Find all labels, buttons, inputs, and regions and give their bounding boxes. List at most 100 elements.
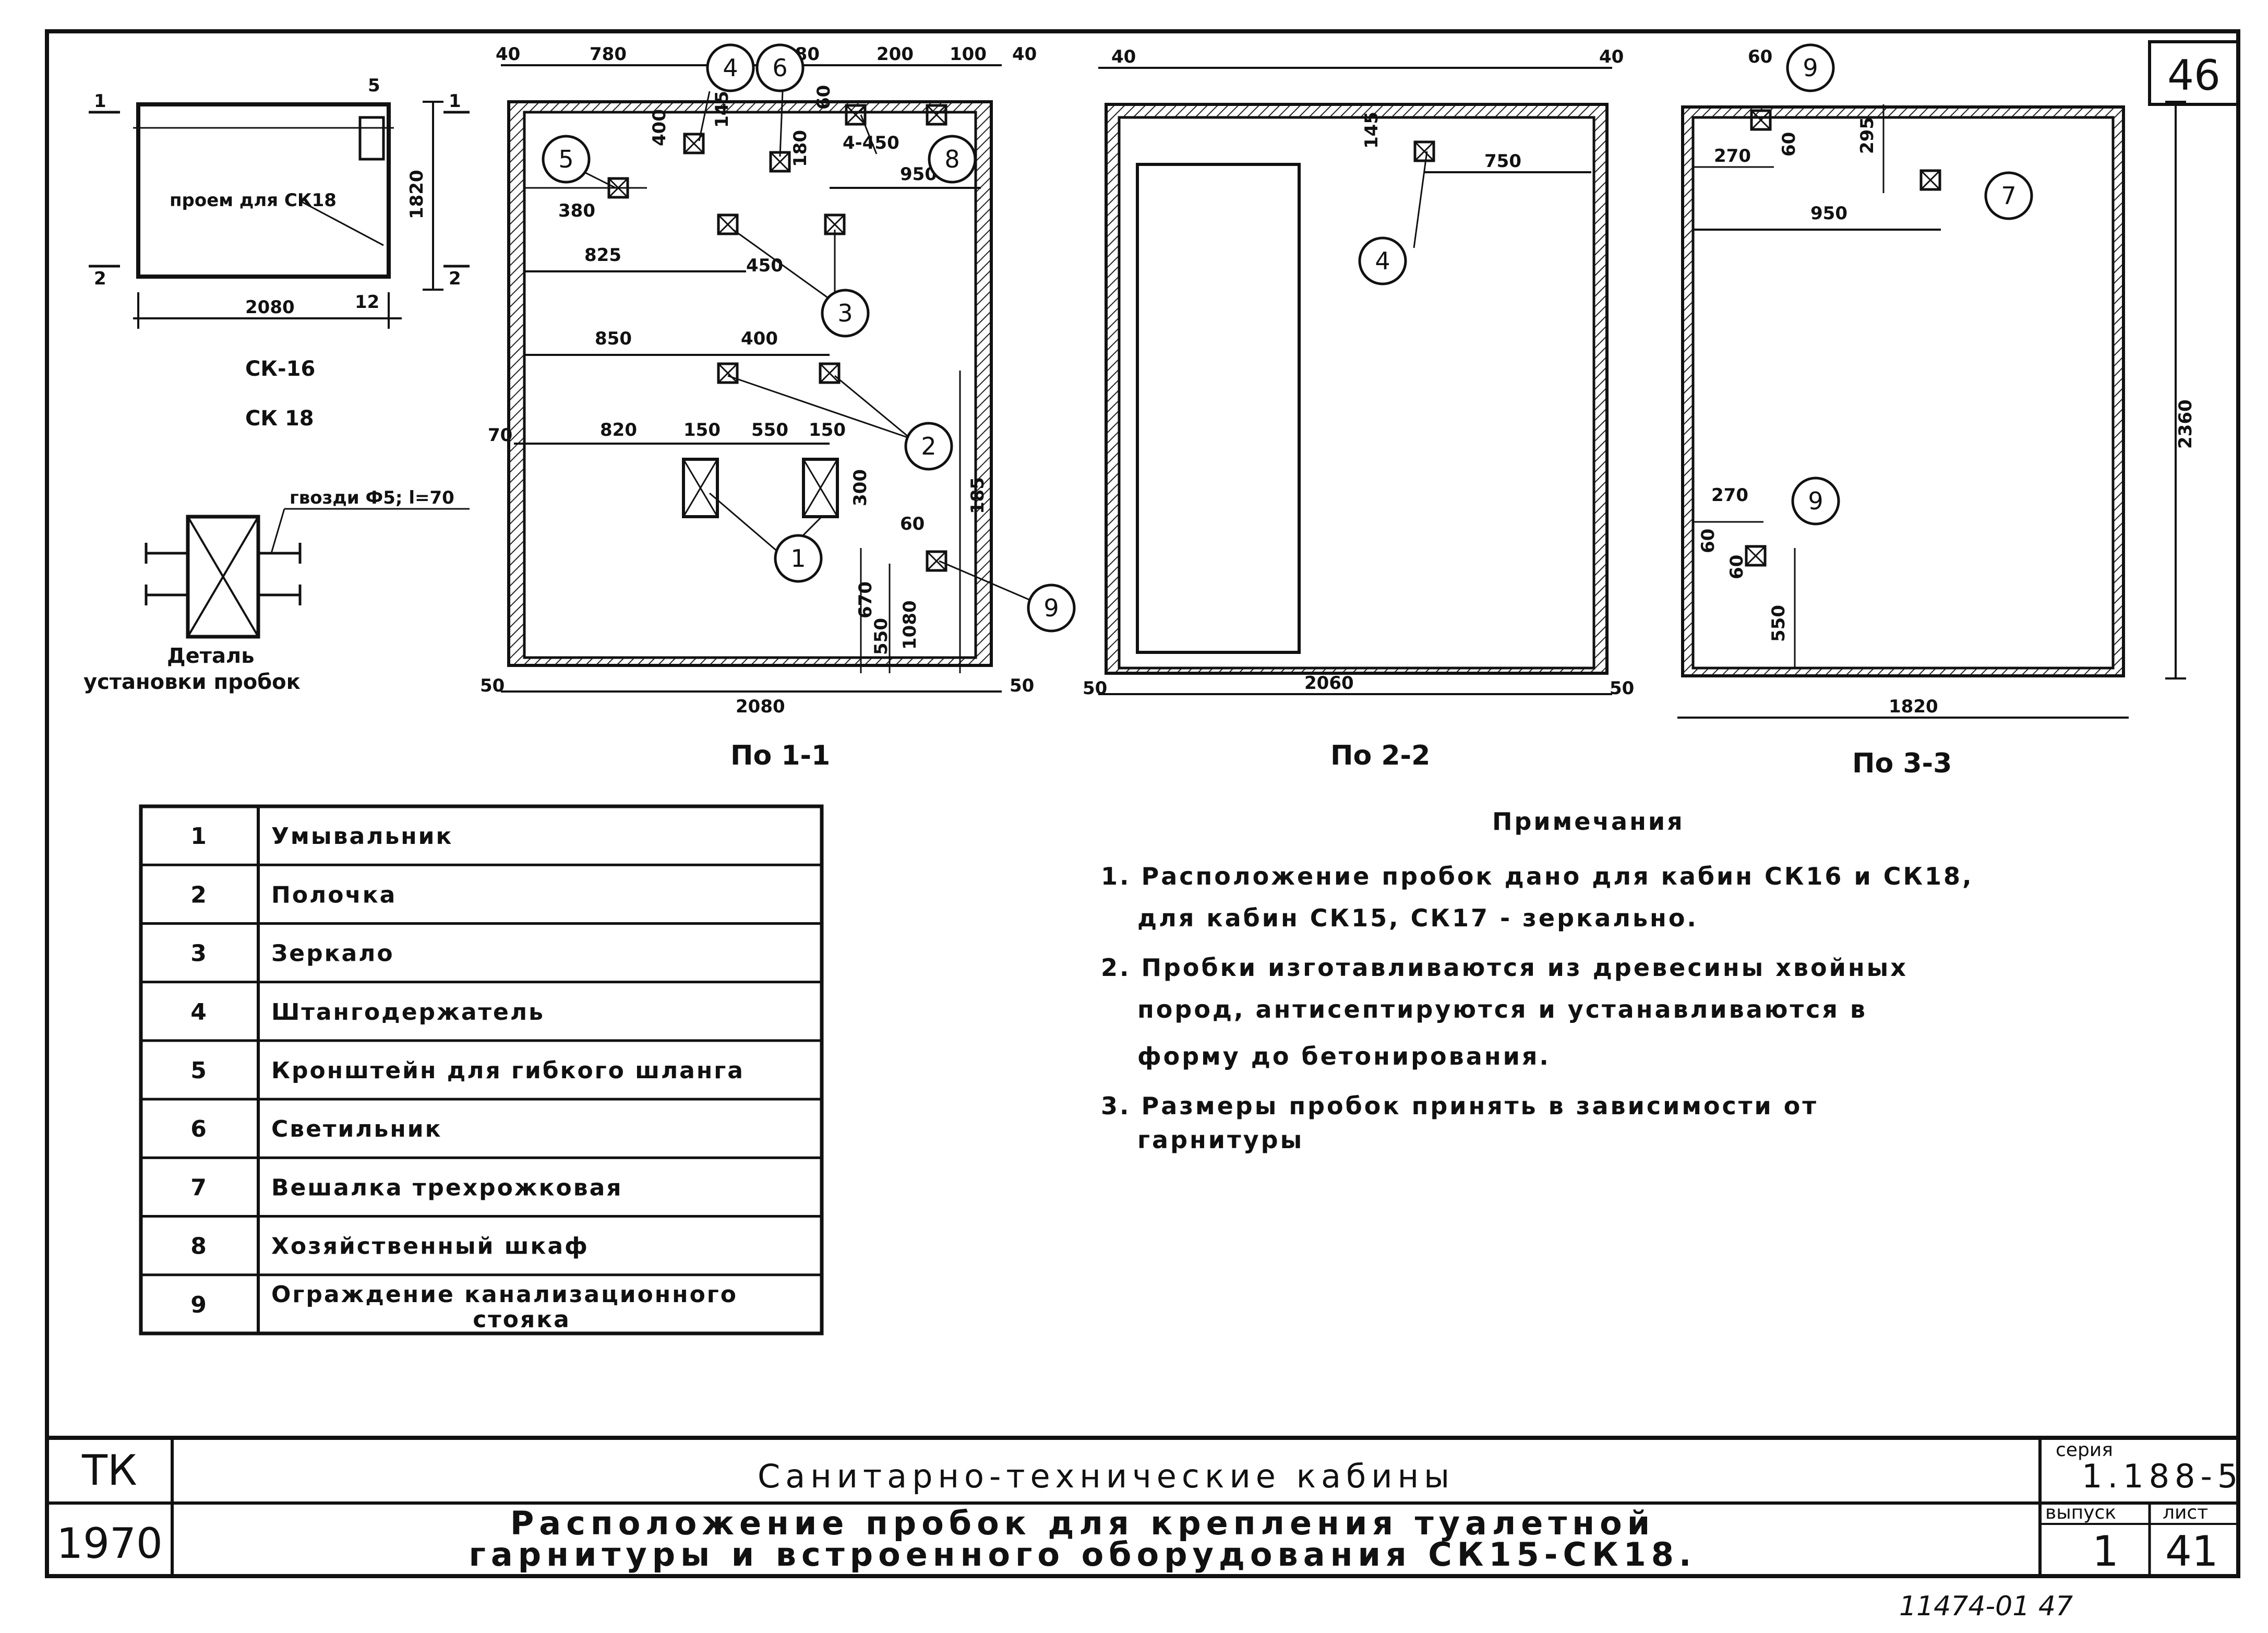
- detail-dim-width: 2080: [245, 297, 295, 318]
- legend-text-3: Зеркало: [271, 940, 394, 967]
- svg-text:5: 5: [558, 145, 573, 173]
- cabin-outline: [136, 102, 391, 279]
- svg-text:6: 6: [772, 54, 787, 82]
- svg-text:9: 9: [1043, 594, 1059, 622]
- note-line-5: форму до бетонирования.: [1137, 1042, 1551, 1070]
- legend-num-5: 5: [190, 1057, 208, 1084]
- plug-shelf-2: [819, 362, 841, 384]
- view1-dim-13: 825: [584, 245, 621, 266]
- legend-text-9: Ограждение канализационного: [271, 1281, 738, 1308]
- view1-dim-16: 400: [741, 328, 778, 349]
- drawing-subtitle-1: Расположение пробок для крепления туалет…: [510, 1504, 1655, 1542]
- plug-rod-holder: [683, 133, 705, 154]
- view1-dim-24: 185: [967, 477, 988, 514]
- view1-dim-4: 100: [950, 44, 987, 65]
- view1-dim-5: 40: [1012, 44, 1037, 65]
- sheet-number-box: [2148, 40, 2240, 106]
- svg-text:9: 9: [1808, 487, 1823, 515]
- sheet-frame: [45, 29, 2240, 1578]
- plug-standpipe: [926, 550, 947, 572]
- view1-dim-17: 70: [488, 425, 512, 446]
- view1-dim-6: 145: [712, 91, 733, 128]
- legend-num-7: 7: [190, 1174, 208, 1201]
- view2-dim-5: 2060: [1304, 673, 1354, 694]
- plug-hose-bracket: [607, 177, 629, 199]
- view1-dim-18: 820: [600, 420, 637, 440]
- legend-num-4: 4: [190, 999, 208, 1026]
- view2-dim-3: 750: [1484, 151, 1521, 172]
- legend-text-6: Светильник: [271, 1116, 442, 1142]
- svg-text:4: 4: [723, 54, 738, 82]
- archive-number: 11474-01 47: [1899, 1591, 2073, 1622]
- issue-value: 1: [2092, 1527, 2119, 1576]
- svg-text:3: 3: [837, 299, 853, 327]
- plug-shelf-1: [717, 362, 739, 384]
- view1-dim-7: 400: [649, 109, 670, 146]
- view1-dim-15: 850: [595, 328, 632, 349]
- svg-text:2: 2: [921, 432, 936, 460]
- view1-dim-29: 2080: [736, 696, 785, 717]
- note-line-1: 1. Расположение пробок дано для кабин СК…: [1101, 862, 1974, 890]
- plug-standpipe-bottom: [1745, 545, 1767, 567]
- view3-dim-0: 60: [1748, 46, 1772, 67]
- svg-text:4: 4: [1375, 247, 1390, 275]
- view2-dim-4: 50: [1083, 678, 1107, 699]
- view1-caption: По 1-1: [730, 740, 830, 771]
- drawing-title: Санитарно-технические кабины: [758, 1457, 1455, 1495]
- view2-caption: По 2-2: [1330, 740, 1430, 771]
- view3-caption: По 3-3: [1852, 748, 1952, 779]
- view1-marker-2: 2: [904, 422, 953, 471]
- view3-marker-9: 9: [1786, 43, 1835, 92]
- cut-mark-1-right: 1: [449, 91, 461, 112]
- view1-marker-5: 5: [542, 135, 591, 184]
- view1-dim-10: 60: [813, 85, 834, 110]
- plug-hanger: [1919, 169, 1941, 191]
- view1-dim-11: 4-450: [843, 133, 899, 153]
- drawing-subtitle-2: гарнитуры и встроенного оборудования СК1…: [469, 1535, 1697, 1574]
- view1-marker-3: 3: [821, 289, 870, 338]
- note-line-6: 3. Размеры пробок принять в зависимости …: [1101, 1092, 1818, 1120]
- notes-heading: Примечания: [1492, 807, 1685, 836]
- legend-text-2: Полочка: [271, 881, 397, 908]
- plug-standpipe-top: [1750, 109, 1772, 131]
- detail-plan: 1820 2080 5 12 проем для СК18 1 1 2 2 СК…: [89, 75, 470, 431]
- view1-dim-14: 450: [746, 255, 783, 276]
- view3-dim-8: 60: [1726, 555, 1747, 579]
- view3-dim-5: 2360: [2175, 399, 2196, 449]
- view2-dim-6: 50: [1610, 678, 1634, 699]
- legend-num-2: 2: [190, 881, 208, 908]
- view1-dim-28: 50: [480, 675, 505, 696]
- view3-marker-9: 9: [1791, 476, 1840, 526]
- sink-plug-left: [682, 458, 719, 518]
- view1-dim-0: 40: [496, 44, 520, 65]
- view1-dim-8: 380: [558, 200, 595, 221]
- plan-caption-ck16: СК-16: [245, 357, 315, 381]
- view2-dim-2: 145: [1361, 112, 1382, 149]
- sheet-value: 41: [2165, 1527, 2218, 1576]
- view3-dim-6: 270: [1711, 485, 1748, 506]
- plug-cabinet-2: [926, 104, 947, 126]
- legend-num-6: 6: [190, 1116, 208, 1142]
- view2-dim-1: 40: [1599, 46, 1624, 67]
- view1-dim-26: 550: [871, 618, 892, 655]
- note-line-2: для кабин СК15, СК17 - зеркально.: [1137, 904, 1698, 932]
- note-line-7: гарнитуры: [1137, 1126, 1304, 1154]
- view3-dim-3: 295: [1857, 117, 1878, 154]
- view1-dim-30: 50: [1010, 675, 1034, 696]
- sink-plug-right: [802, 458, 839, 518]
- project-year: 1970: [56, 1519, 163, 1568]
- view1-marker-4: 4: [706, 43, 755, 92]
- view3-dim-7: 60: [1698, 529, 1719, 553]
- view1-dim-20: 550: [751, 420, 788, 440]
- fastener-caption-1: Деталь: [167, 644, 255, 668]
- view1-dim-1: 780: [590, 44, 627, 65]
- view3-dim-1: 270: [1714, 146, 1751, 166]
- view1-dim-23: 60: [900, 514, 925, 534]
- title-block: ТК 1970 Санитарно-технические кабины Рас…: [56, 1439, 2238, 1576]
- view1-marker-6: 6: [755, 43, 805, 92]
